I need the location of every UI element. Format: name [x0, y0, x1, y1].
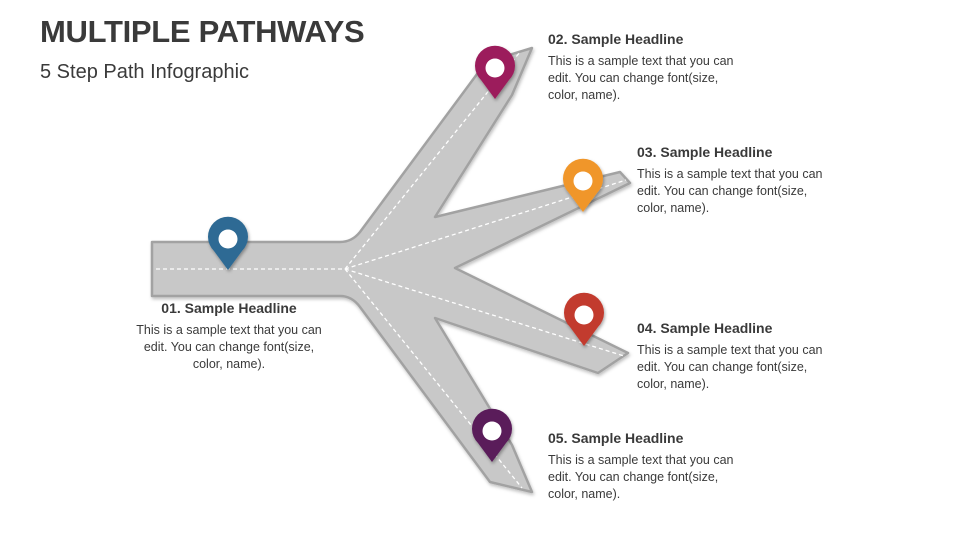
pin-04 — [564, 292, 604, 346]
step-text: This is a sample text that you can edit.… — [637, 343, 823, 391]
step-text: This is a sample text that you can edit.… — [548, 453, 734, 501]
pin-hole — [218, 229, 238, 249]
step-text: This is a sample text that you can edit.… — [637, 167, 823, 215]
page-subtitle: 5 Step Path Infographic — [40, 61, 250, 83]
pin-hole — [482, 421, 502, 441]
pin-02 — [475, 45, 515, 99]
step-headline: 02. Sample Headline — [548, 31, 684, 47]
page-title: MULTIPLE PATHWAYS — [40, 14, 365, 49]
step-text: This is a sample text that you can edit.… — [136, 323, 322, 371]
road-shape — [150, 46, 632, 494]
pin-hole — [573, 171, 593, 191]
pin-hole — [485, 58, 505, 78]
pin-03 — [563, 158, 603, 212]
pin-01 — [208, 216, 248, 270]
step-02: 02. Sample Headline This is a sample tex… — [548, 31, 748, 104]
pin-hole — [574, 305, 594, 325]
step-headline: 04. Sample Headline — [637, 320, 773, 336]
step-03: 03. Sample Headline This is a sample tex… — [637, 144, 837, 217]
step-headline: 01. Sample Headline — [161, 300, 297, 316]
step-text: This is a sample text that you can edit.… — [548, 54, 734, 102]
step-headline: 03. Sample Headline — [637, 144, 773, 160]
step-headline: 05. Sample Headline — [548, 430, 684, 446]
road-network — [150, 46, 632, 494]
step-01: 01. Sample Headline This is a sample tex… — [129, 300, 329, 373]
step-04: 04. Sample Headline This is a sample tex… — [637, 320, 837, 393]
pin-05 — [472, 408, 512, 462]
step-05: 05. Sample Headline This is a sample tex… — [548, 430, 748, 503]
